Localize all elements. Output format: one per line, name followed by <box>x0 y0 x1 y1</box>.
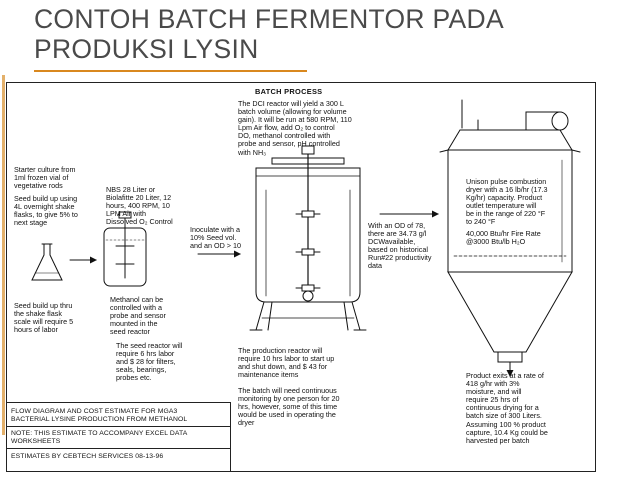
monitoring-note: The batch will need continuous monitorin… <box>238 386 340 428</box>
slide-title: CONTOH BATCH FERMENTOR PADA PRODUKSI LYS… <box>34 4 624 64</box>
title-underline <box>34 70 307 72</box>
dryer-spec-note: Unison pulse combustion dryer with a 16 … <box>466 177 548 227</box>
shake-flask-icon <box>31 243 63 281</box>
footer-divider-2 <box>7 448 230 449</box>
production-reactor-icon <box>249 145 367 331</box>
seed-shake-flask-note: Seed build up thru the shake flask scale… <box>14 301 74 335</box>
batch-process-header: BATCH PROCESS <box>255 87 323 96</box>
footer-note: NOTE: THIS ESTIMATE TO ACCOMPANY EXCEL D… <box>11 430 188 445</box>
seed-reactor-icon <box>103 211 147 287</box>
footer-title: FLOW DIAGRAM AND COST ESTIMATE FOR MGA3 … <box>11 408 188 423</box>
accent-bar <box>2 75 5 435</box>
product-exit-note: Product exits at a rate of 418 g/hr with… <box>466 371 548 445</box>
footer-credit: ESTIMATES BY CEBTECH SERVICES 08-13-96 <box>11 453 164 460</box>
starter-culture-note: Starter culture from 1ml frozen vial of … <box>14 165 76 191</box>
production-labor-note: The production reactor will require 10 h… <box>238 346 335 380</box>
dci-reactor-note: The DCI reactor will yield a 300 L batch… <box>238 99 352 157</box>
footer-box: FLOW DIAGRAM AND COST ESTIMATE FOR MGA3 … <box>7 402 231 471</box>
title-line-2: PRODUKSI LYSIN <box>34 34 259 64</box>
nbs-seed-note: NBS 28 Liter or Biolafitte 20 Liter, 12 … <box>106 185 173 227</box>
methanol-seed-note: Methanol can be controlled with a probe … <box>110 295 166 337</box>
seed-build-4l-note: Seed build up using 4L overnight shake f… <box>14 194 78 228</box>
inoculate-note: Inoculate with a 10% Seed vol. and an OD… <box>190 225 241 251</box>
od-note: With an OD of 78, there are 34.73 g/l DC… <box>368 221 432 271</box>
title-line-1: CONTOH BATCH FERMENTOR PADA <box>34 4 504 34</box>
spray-dryer-icon <box>439 99 581 377</box>
seed-labor-note: The seed reactor will require 6 hrs labo… <box>116 341 183 383</box>
footer-divider-1 <box>7 426 230 427</box>
fire-rate-note: 40,000 Btu/hr Fire Rate @3000 Btu/lb H₂O <box>466 229 541 247</box>
